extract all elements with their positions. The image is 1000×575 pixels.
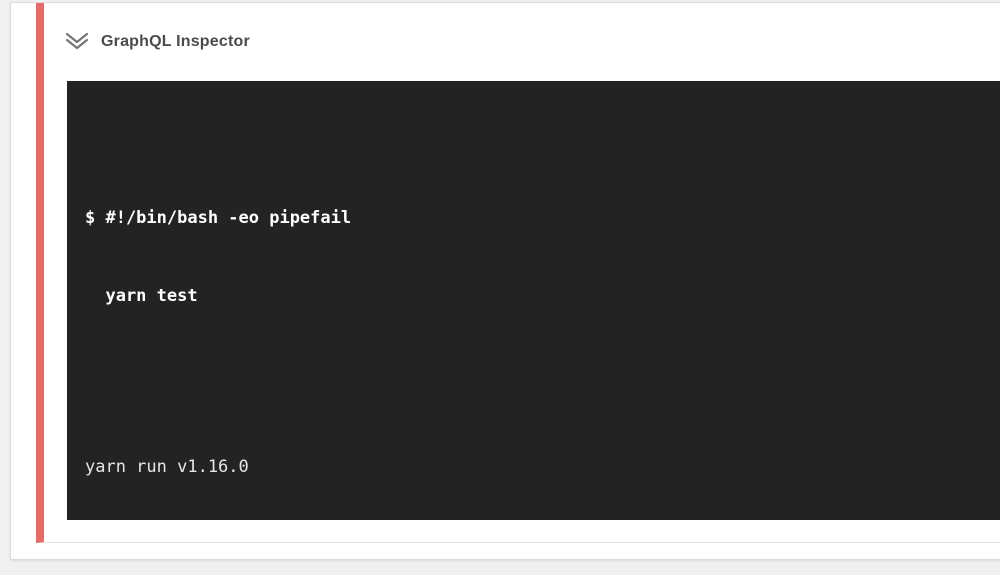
terminal-line-yarn-version: yarn run v1.16.0 — [85, 457, 249, 477]
command-block: $ #!/bin/bash -eo pipefail yarn test — [85, 153, 1000, 361]
step-header[interactable]: GraphQL Inspector — [44, 3, 1000, 81]
step-title: GraphQL Inspector — [101, 33, 250, 50]
build-step-card: GraphQL Inspector $ #!/bin/bash -eo pipe… — [10, 2, 1000, 560]
terminal-line-command: $ #!/bin/bash -eo pipefail — [85, 208, 352, 228]
terminal-output: $ #!/bin/bash -eo pipefail yarn test yar… — [67, 81, 1000, 520]
terminal-line-command: yarn test — [85, 286, 198, 306]
chevron-double-down-icon[interactable] — [64, 31, 90, 53]
failed-step-section: GraphQL Inspector $ #!/bin/bash -eo pipe… — [36, 3, 1000, 543]
